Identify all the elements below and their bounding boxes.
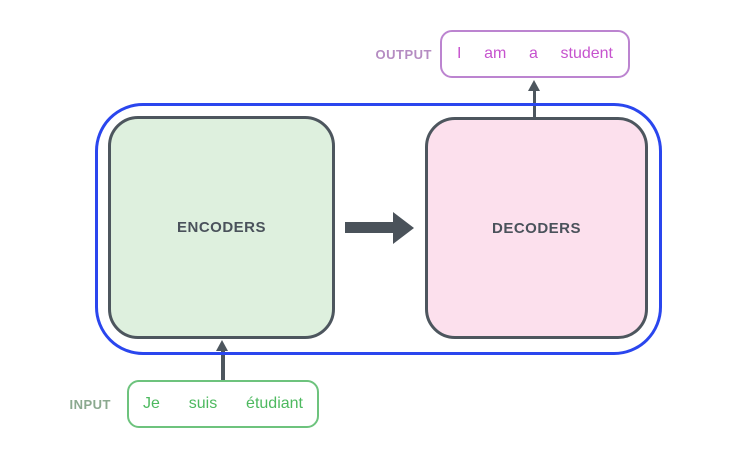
input-word: étudiant — [246, 395, 303, 412]
encoders-to-decoders-arrowhead-icon — [393, 212, 414, 244]
encoders-box: ENCODERS — [108, 116, 335, 339]
encoders-label: ENCODERS — [176, 219, 266, 236]
encoders-to-decoders-arrow — [345, 222, 393, 233]
decoders-label: DECODERS — [491, 219, 581, 237]
input-sentence-box: Je suis étudiant — [127, 380, 319, 428]
output-label: OUTPUT — [375, 47, 432, 62]
output-word: a — [528, 45, 538, 62]
model-container-outline — [95, 103, 662, 355]
input-word: Je — [143, 395, 160, 412]
input-to-encoders-arrowhead-icon — [216, 340, 228, 351]
output-word: am — [484, 45, 507, 62]
input-label: INPUT — [69, 397, 111, 412]
output-word: student — [560, 45, 613, 62]
decoders-box: DECODERS — [425, 117, 648, 339]
input-to-encoders-arrow — [221, 351, 225, 380]
output-word: I — [457, 45, 462, 62]
input-word: suis — [188, 395, 218, 412]
output-sentence-box: I am a student — [440, 30, 630, 78]
decoders-to-output-arrowhead-icon — [527, 80, 540, 91]
